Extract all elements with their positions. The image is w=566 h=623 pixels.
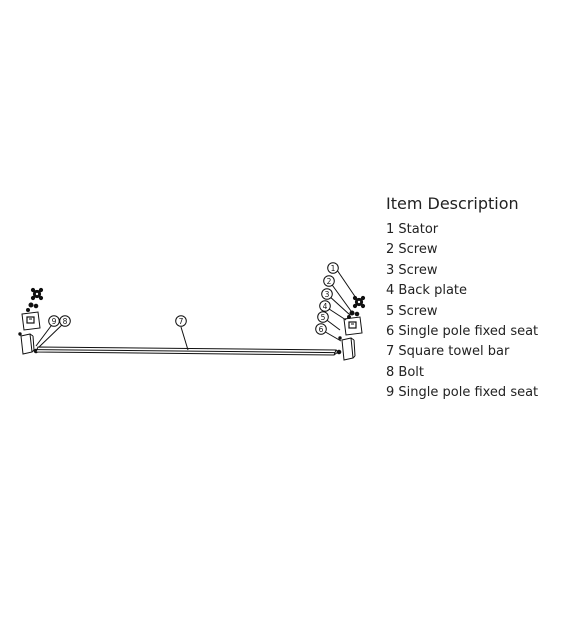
callout-9: 9 bbox=[52, 317, 57, 326]
legend-item: 7 Square towel bar bbox=[386, 344, 510, 360]
item-description-legend: Item Description 1 Stator 2 Screw 3 Scre… bbox=[386, 194, 564, 404]
right-pole-seat-part bbox=[341, 337, 356, 361]
callout-4: 4 bbox=[323, 302, 328, 311]
callout-1: 1 bbox=[331, 264, 336, 273]
legend-item: 3 Screw bbox=[386, 262, 438, 278]
callout-7: 7 bbox=[179, 317, 184, 326]
legend-item: 8 Bolt bbox=[386, 364, 424, 380]
callout-3: 3 bbox=[325, 290, 330, 299]
callout-8: 8 bbox=[63, 317, 68, 326]
legend-list: 1 Stator 2 Screw 3 Screw 4 Back plate 5 … bbox=[386, 220, 564, 404]
left-pole-seat-part bbox=[20, 333, 35, 355]
legend-item: 5 Screw bbox=[386, 303, 438, 319]
callout-5: 5 bbox=[321, 313, 326, 322]
legend-item: 6 Single pole fixed seat bbox=[386, 324, 539, 340]
legend-item: 1 Stator bbox=[386, 222, 439, 237]
right-stator-part bbox=[352, 295, 366, 309]
legend-item: 2 Screw bbox=[386, 242, 438, 258]
callout-2: 2 bbox=[327, 277, 332, 286]
legend-title: Item Description bbox=[386, 194, 519, 213]
left-back-plate-part bbox=[21, 311, 41, 331]
right-screws-part bbox=[347, 310, 360, 319]
left-screws-part bbox=[26, 302, 39, 312]
legend-item: 9 Single pole fixed seat bbox=[386, 385, 539, 401]
callout-6: 6 bbox=[319, 325, 324, 334]
left-stator-part bbox=[30, 287, 44, 301]
right-back-plate-part bbox=[343, 316, 363, 336]
legend-item: 4 Back plate bbox=[386, 283, 468, 299]
